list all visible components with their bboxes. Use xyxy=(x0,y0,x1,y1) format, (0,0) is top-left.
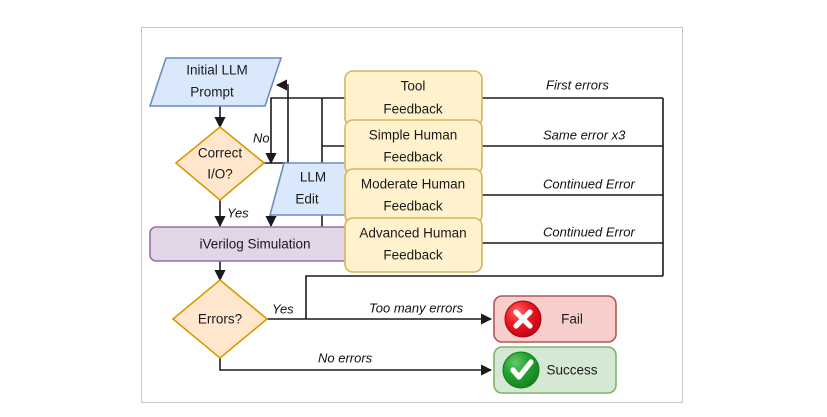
simple-human-feedback-line1: Simple Human xyxy=(369,128,458,143)
node-iverilog-simulation[interactable]: iVerilog Simulation xyxy=(149,226,361,262)
edge-label-no: No xyxy=(253,130,270,145)
moderate-human-feedback-line2: Feedback xyxy=(383,199,443,214)
success-label: Success xyxy=(546,363,597,378)
diagram-canvas: Initial LLM Prompt Correct I/O? LLM Edit… xyxy=(141,27,683,403)
edge-label-yes-correct: Yes xyxy=(227,205,249,220)
edge-label-yes-errors: Yes xyxy=(272,301,294,316)
tool-feedback-line1: Tool xyxy=(401,79,426,94)
initial-prompt-line2: Prompt xyxy=(190,85,234,100)
llm-edit-line1: LLM xyxy=(300,170,326,185)
node-simple-human-feedback[interactable]: Simple Human Feedback xyxy=(344,119,483,175)
node-errors-decision[interactable]: Errors? xyxy=(171,278,269,360)
llm-edit-line2: Edit xyxy=(295,192,319,207)
edge-label-too-many-errors: Too many errors xyxy=(369,300,464,315)
edge-label-same-error-x3: Same error x3 xyxy=(543,127,626,142)
advanced-human-feedback-line2: Feedback xyxy=(383,248,443,263)
edge-label-continued-error-advanced: Continued Error xyxy=(543,224,635,239)
success-circle-check-icon xyxy=(502,351,540,389)
initial-prompt-line1: Initial LLM xyxy=(186,63,248,78)
moderate-human-feedback-line1: Moderate Human xyxy=(361,177,465,192)
edge-feedback-to-llm-edit xyxy=(265,97,322,165)
edge-label-first-errors: First errors xyxy=(546,77,609,92)
correct-io-line1: Correct xyxy=(198,146,243,161)
fail-label: Fail xyxy=(561,312,583,327)
node-fail[interactable]: Fail xyxy=(493,295,617,343)
edge-label-no-errors: No errors xyxy=(318,350,373,365)
node-moderate-human-feedback[interactable]: Moderate Human Feedback xyxy=(344,168,483,224)
flowchart-svg: Initial LLM Prompt Correct I/O? LLM Edit… xyxy=(148,57,664,394)
simple-human-feedback-line2: Feedback xyxy=(383,150,443,165)
node-tool-feedback[interactable]: Tool Feedback xyxy=(344,70,483,127)
errors-label: Errors? xyxy=(198,312,242,327)
node-correct-io-decision[interactable]: Correct I/O? xyxy=(174,125,266,202)
tool-feedback-line2: Feedback xyxy=(383,102,443,117)
edge-label-continued-error-moderate: Continued Error xyxy=(543,176,635,191)
error-circle-x-icon xyxy=(504,300,542,338)
edge-no-errors-to-success xyxy=(219,358,493,376)
edge-right-bus-riser xyxy=(305,275,663,319)
node-advanced-human-feedback[interactable]: Advanced Human Feedback xyxy=(344,217,483,273)
node-initial-llm-prompt[interactable]: Initial LLM Prompt xyxy=(148,57,283,107)
node-success[interactable]: Success xyxy=(493,346,617,394)
correct-io-line2: I/O? xyxy=(207,167,233,182)
advanced-human-feedback-line1: Advanced Human xyxy=(359,226,466,241)
iverilog-label: iVerilog Simulation xyxy=(199,237,310,252)
